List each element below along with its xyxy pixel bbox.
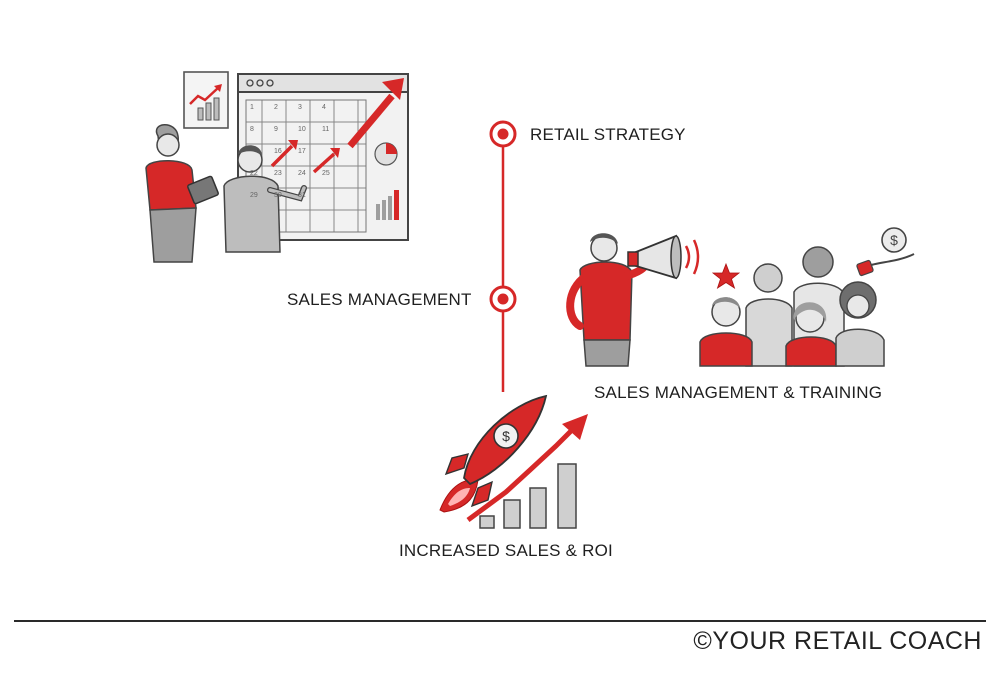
planning-team-illustration <box>145 71 409 263</box>
calendar-day-number: 30 <box>274 192 282 199</box>
calendar-day-number: 22 <box>250 170 258 177</box>
calendar-day-number: 9 <box>274 126 278 133</box>
calendar-day-number: 1 <box>250 104 254 111</box>
rocket-growth-illustration: $ <box>439 394 588 529</box>
stage-label-sales-management: SALES MANAGEMENT <box>287 290 472 309</box>
woman-with-tablet <box>145 124 219 263</box>
man-pointing <box>223 145 307 253</box>
calendar-day-number: 24 <box>298 170 306 177</box>
mini-chart-card <box>183 71 229 129</box>
calendar-day-number: 29 <box>250 192 258 199</box>
dollar-coin-icon: $ <box>856 227 915 277</box>
calendar-day-number: 23 <box>274 170 282 177</box>
leader-with-megaphone <box>566 233 700 367</box>
calendar-day-number: 31 <box>298 192 306 199</box>
footer-divider <box>14 620 986 622</box>
brand-name: YOUR RETAIL COACH <box>712 627 982 655</box>
calendar-day-number: 10 <box>298 126 306 133</box>
svg-text:$: $ <box>502 428 510 444</box>
calendar-day-number: 17 <box>298 148 306 155</box>
calendar-day-number: 8 <box>250 126 254 133</box>
calendar-day-number: 4 <box>322 104 326 111</box>
stage-label-sales-training: SALES MANAGEMENT & TRAINING <box>594 383 883 402</box>
calendar-day-number: 2 <box>274 104 278 111</box>
copyright-symbol: © <box>693 627 713 655</box>
audience-group <box>699 246 885 367</box>
stage-label-retail-strategy: RETAIL STRATEGY <box>530 125 686 144</box>
timeline-node-retail-strategy <box>489 120 517 148</box>
megaphone-team-illustration: $ <box>566 227 915 367</box>
calendar-day-number: 11 <box>322 126 330 133</box>
brand-footer: ©YOUR RETAIL COACH <box>693 627 982 656</box>
calendar-day-number: 25 <box>322 170 330 177</box>
calendar-day-number: 3 <box>298 104 302 111</box>
star-icon <box>711 262 741 289</box>
timeline-node-sales-management <box>489 285 517 313</box>
stage-label-increased-sales: INCREASED SALES & ROI <box>399 541 613 560</box>
svg-text:$: $ <box>890 232 898 248</box>
calendar-day-number: 16 <box>274 148 282 155</box>
